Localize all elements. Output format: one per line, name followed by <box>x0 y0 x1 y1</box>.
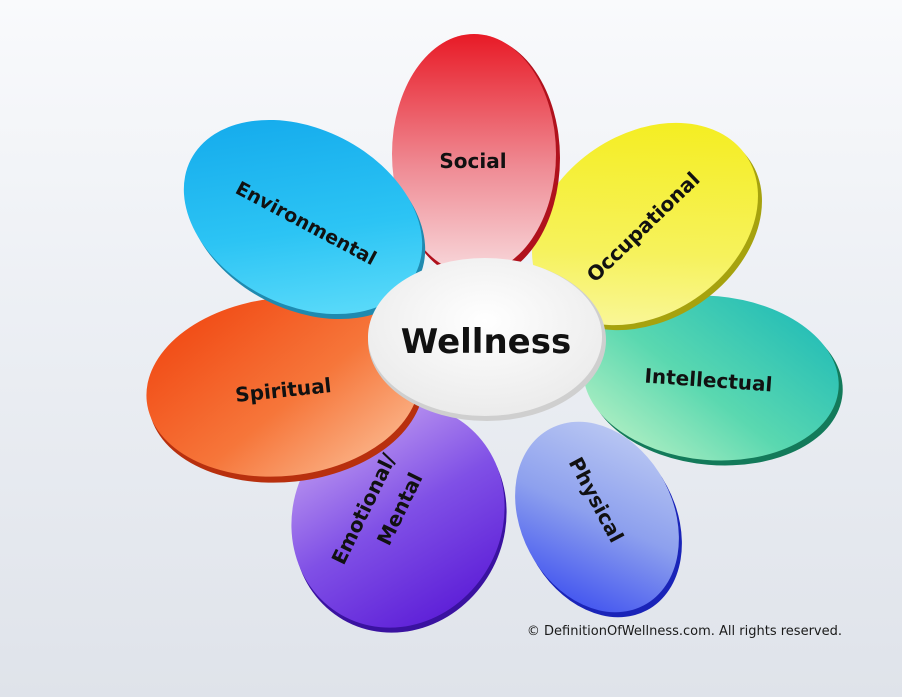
petal-occupational: Occupational <box>532 122 762 331</box>
center-wellness: Wellness <box>368 258 606 421</box>
copyright-notice: © DefinitionOfWellness.com. All rights r… <box>526 624 842 639</box>
petal-social: Social <box>392 34 560 280</box>
center-label: Wellness <box>401 322 571 362</box>
petal-spiritual: Spiritual <box>146 297 424 483</box>
petal-label-social: Social <box>439 149 506 173</box>
petal-physical: Physical <box>515 421 682 618</box>
petal-environmental: Environmental <box>183 119 426 320</box>
petal-intellectual: Intellectual <box>583 295 843 466</box>
